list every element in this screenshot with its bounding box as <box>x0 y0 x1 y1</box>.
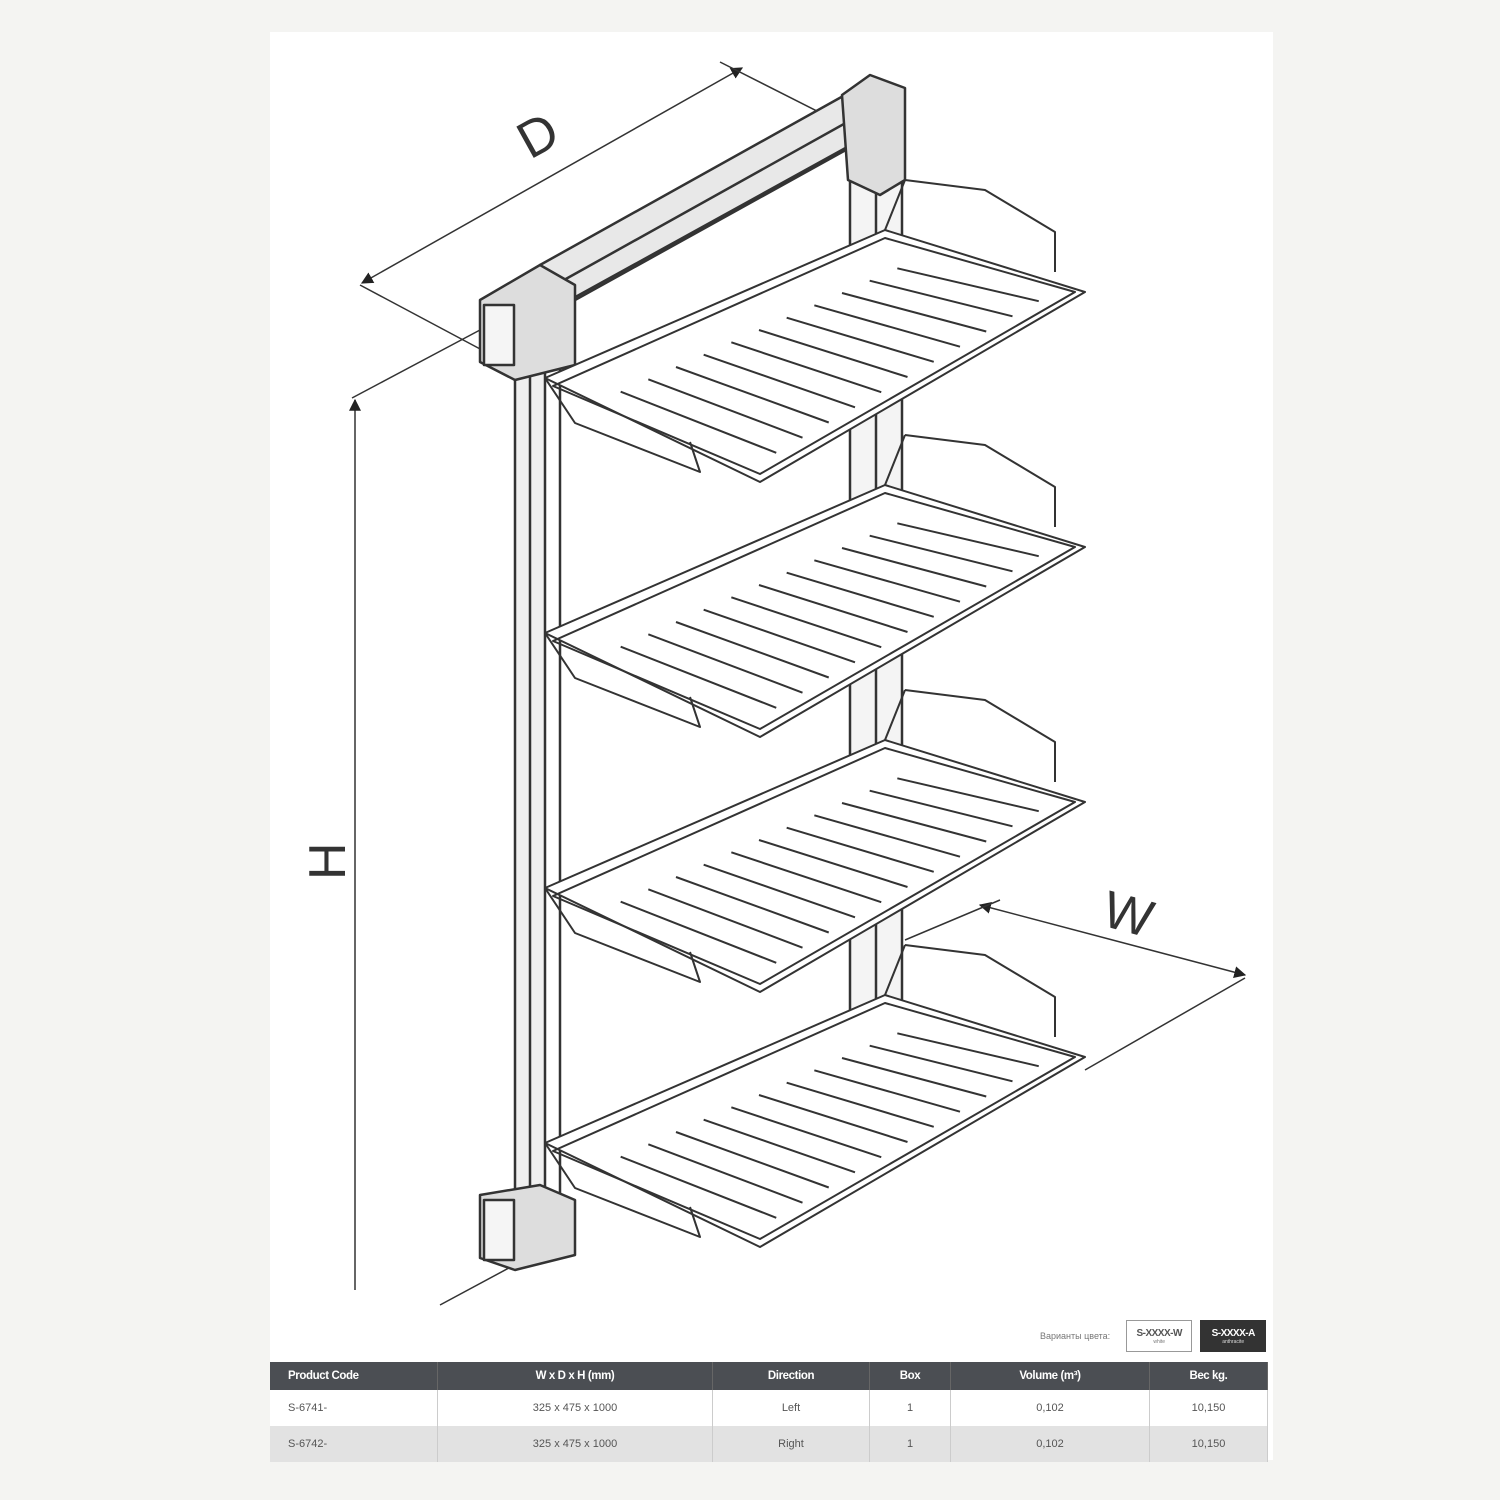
swatch-name: anthracite <box>1222 1338 1245 1345</box>
shelf-wire <box>758 584 908 633</box>
height-label: H <box>299 842 357 880</box>
wire-shelf <box>544 434 1086 738</box>
shelf-wire <box>897 1032 1039 1068</box>
cell-direction: Left <box>712 1390 870 1426</box>
cell-volume: 0,102 <box>950 1390 1150 1426</box>
shelf-wire <box>731 851 882 904</box>
wire-shelf <box>544 689 1086 993</box>
col-volume: Volume (m³) <box>950 1362 1150 1390</box>
shelves <box>544 179 1086 1248</box>
shelf-wire <box>703 863 856 919</box>
shelf-wire <box>897 267 1039 303</box>
shelf-wire <box>841 292 987 333</box>
shelf-wire <box>814 814 961 858</box>
shelf-wire <box>786 1081 935 1128</box>
shelf-wire <box>703 353 856 409</box>
shelf-wire <box>620 645 777 709</box>
cell-dimensions: 325 x 475 x 1000 <box>437 1426 713 1462</box>
swatch-name: white <box>1153 1338 1166 1345</box>
shelf-wire <box>869 534 1013 573</box>
shelf-wire <box>758 1094 908 1143</box>
shelf-wire <box>758 839 908 888</box>
cell-direction: Right <box>712 1426 870 1462</box>
width-dimension <box>904 899 1247 1071</box>
depth-label: D <box>508 102 569 171</box>
shelf-wire <box>786 826 935 873</box>
shelf-wire <box>647 888 803 949</box>
shelf-wire <box>675 1131 830 1189</box>
shelf-wire <box>675 621 830 679</box>
cell-weight: 10,150 <box>1149 1390 1268 1426</box>
shelf-wire <box>814 1069 961 1113</box>
shelf-wire <box>675 876 830 934</box>
shelf-wire <box>869 1044 1013 1083</box>
shelf-wire <box>731 341 882 394</box>
col-direction: Direction <box>712 1362 870 1390</box>
shelf-wire <box>869 279 1013 318</box>
shelf-back-rail <box>904 434 1056 527</box>
shelf-wire <box>675 366 830 424</box>
height-dimension <box>349 329 521 1306</box>
table-row: S-6741- 325 x 475 x 1000 Left 1 0,102 10… <box>270 1390 1268 1426</box>
wire-shelf <box>544 944 1086 1248</box>
cell-code: S-6742- <box>270 1426 438 1462</box>
cell-volume: 0,102 <box>950 1426 1150 1462</box>
shelf-wire <box>814 559 961 603</box>
shelf-back-rail <box>904 944 1056 1037</box>
col-product-code: Product Code <box>270 1362 438 1390</box>
swatch-code: S-XXXX-A <box>1211 1327 1256 1339</box>
shelf-wire <box>841 547 987 588</box>
shelf-wire <box>841 802 987 843</box>
shelf-back-rail <box>904 179 1056 272</box>
swatch-code: S-XXXX-W <box>1136 1327 1182 1339</box>
col-box: Box <box>869 1362 951 1390</box>
color-swatch-anthracite[interactable]: S-XXXX-A anthracite <box>1200 1320 1267 1352</box>
width-label: W <box>1097 881 1159 950</box>
col-weight: Вес kg. <box>1149 1362 1268 1390</box>
shelf-wire <box>703 1118 856 1174</box>
shelf-wire <box>703 608 856 664</box>
color-variants-label: Варианты цвета: <box>1040 1331 1111 1341</box>
col-dimensions: W x D x H (mm) <box>437 1362 713 1390</box>
shelf-wire <box>869 789 1013 828</box>
shelf-wire <box>897 777 1039 813</box>
cell-box: 1 <box>869 1426 951 1462</box>
cell-dimensions: 325 x 475 x 1000 <box>437 1390 713 1426</box>
shelf-back-rail <box>904 689 1056 782</box>
shelf-wire <box>758 329 908 378</box>
shelf-wire <box>620 390 777 454</box>
shelf-front-lip <box>544 1142 701 1238</box>
shelf-wire <box>620 1155 777 1219</box>
shelf-wire <box>814 304 961 348</box>
shelf-wire <box>897 522 1039 558</box>
shelf-wire <box>620 900 777 964</box>
color-variants: Варианты цвета: S-XXXX-W white S-XXXX-A … <box>1040 1320 1267 1352</box>
wire-shelf <box>544 179 1086 483</box>
color-swatch-white[interactable]: S-XXXX-W white <box>1126 1320 1193 1352</box>
table-header-row: Product Code W x D x H (mm) Direction Bo… <box>270 1362 1268 1390</box>
shelf-wire <box>647 633 803 694</box>
shelf-front-lip <box>544 377 701 473</box>
shelf-wire <box>647 1143 803 1204</box>
cell-box: 1 <box>869 1390 951 1426</box>
shelf-front-lip <box>544 887 701 983</box>
shelf-wire <box>731 596 882 649</box>
shelf-wire <box>786 316 935 363</box>
cell-weight: 10,150 <box>1149 1426 1268 1462</box>
shelf-wire <box>647 378 803 439</box>
rack-technical-drawing: D H W <box>299 61 1247 1306</box>
shelf-wire <box>841 1057 987 1098</box>
product-spec-table: Product Code W x D x H (mm) Direction Bo… <box>270 1362 1268 1462</box>
cell-code: S-6741- <box>270 1390 438 1426</box>
shelf-wire <box>786 571 935 618</box>
shelf-front-lip <box>544 632 701 728</box>
shelf-wire <box>731 1106 882 1159</box>
table-row: S-6742- 325 x 475 x 1000 Right 1 0,102 1… <box>270 1426 1268 1462</box>
